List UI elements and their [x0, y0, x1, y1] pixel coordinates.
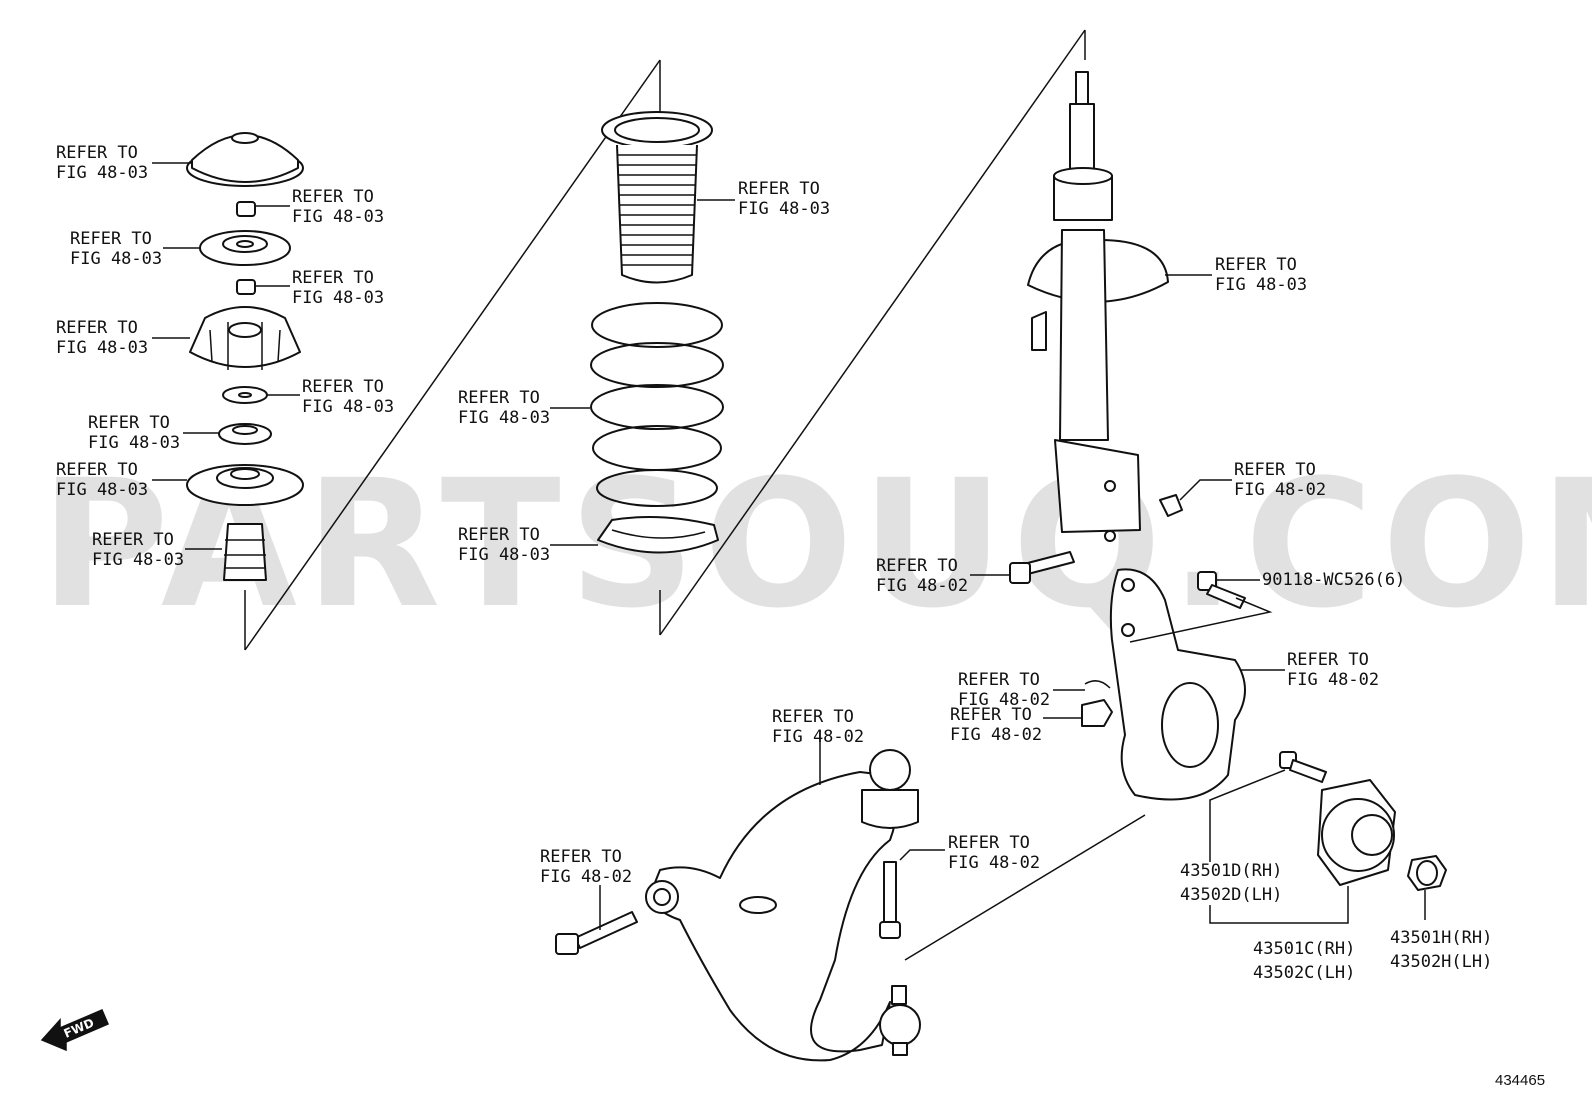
cotter-pin-part	[1084, 680, 1111, 689]
callout-label: FIG 48-03	[70, 249, 162, 269]
part-number-hub-lh: 43502C(LH)	[1253, 963, 1355, 983]
strut-nut-part	[1159, 494, 1183, 517]
callout-label: REFER TO	[950, 705, 1032, 725]
spring-seat-upper-part	[186, 464, 304, 506]
coil-spring-part	[590, 302, 724, 507]
callout-label: FIG 48-02	[1287, 670, 1379, 690]
knuckle-part	[1109, 568, 1246, 801]
callout-label: REFER TO	[292, 268, 374, 288]
callout-label: REFER TO	[302, 377, 384, 397]
callout-label: REFER TO	[1287, 650, 1369, 670]
callout-label: REFER TO	[458, 388, 540, 408]
part-number-bolt-set: 90118-WC526(6)	[1262, 570, 1405, 590]
callout-label: FIG 48-02	[1234, 480, 1326, 500]
part-number-labels: 90118-WC526(6) 43501D(RH) 43502D(LH) 435…	[1180, 570, 1492, 983]
callout-label: FIG 48-02	[876, 576, 968, 596]
ball-joint-nut-part	[1081, 699, 1113, 727]
group-separators	[244, 29, 1086, 651]
callout-label: REFER TO	[56, 143, 138, 163]
nut-part-1	[236, 201, 256, 217]
washer-part-1	[222, 386, 268, 404]
callout-label: FIG 48-03	[56, 480, 148, 500]
callout-label: FIG 48-03	[738, 199, 830, 219]
shock-absorber-part	[1027, 71, 1169, 542]
callout-label: REFER TO	[1234, 460, 1316, 480]
callout-label: FIG 48-02	[950, 725, 1042, 745]
ball-joint-upper-part	[861, 749, 919, 829]
callout-label: FIG 48-03	[1215, 275, 1307, 295]
callout-label: REFER TO	[292, 187, 374, 207]
bearing-part	[199, 230, 291, 266]
callout-label: REFER TO	[540, 847, 622, 867]
callout-label: FIG 48-02	[540, 867, 632, 887]
spacer-part	[218, 423, 272, 445]
callout-label: REFER TO	[56, 318, 138, 338]
part-number-nut-rh: 43501H(RH)	[1390, 928, 1492, 948]
arm-bolt-horizontal-part	[555, 911, 638, 955]
callout-label: REFER TO	[458, 525, 540, 545]
callout-label: REFER TO	[56, 460, 138, 480]
dust-boot-part	[601, 111, 713, 284]
hub-nut-part	[1407, 855, 1447, 891]
callout-label: FIG 48-03	[92, 550, 184, 570]
callout-label: FIG 48-03	[292, 207, 384, 227]
fwd-arrow-icon: FWD	[40, 1009, 109, 1052]
callout-label: REFER TO	[1215, 255, 1297, 275]
knuckle-bolt-part	[1197, 571, 1246, 609]
leader-lines	[152, 162, 1426, 961]
callout-label: FIG 48-03	[458, 545, 550, 565]
bump-stopper-part	[223, 523, 267, 581]
callout-label: REFER TO	[92, 530, 174, 550]
callout-label: REFER TO	[876, 556, 958, 576]
hub-bolt-part	[1279, 751, 1327, 783]
callout-label: REFER TO	[88, 413, 170, 433]
callout-label: FIG 48-02	[772, 727, 864, 747]
ball-joint-lower-part	[879, 985, 921, 1056]
hub-bearing-part	[1317, 779, 1396, 886]
callout-label: REFER TO	[70, 229, 152, 249]
callout-label: FIG 48-03	[458, 408, 550, 428]
callout-label: REFER TO	[958, 670, 1040, 690]
nut-part-2	[236, 279, 256, 295]
callout-labels: REFER TO FIG 48-03 REFER TO FIG 48-03 RE…	[56, 143, 1379, 887]
upper-cap-part	[186, 132, 304, 187]
part-number-hub-bolt-lh: 43502D(LH)	[1180, 885, 1282, 905]
part-number-nut-lh: 43502H(LH)	[1390, 952, 1492, 972]
callout-label: FIG 48-03	[88, 433, 180, 453]
callout-label: REFER TO	[738, 179, 820, 199]
callout-label: FIG 48-02	[958, 690, 1050, 710]
drawing-number: 434465	[1495, 1072, 1545, 1089]
lower-arm-part	[645, 771, 898, 1062]
callout-label: FIG 48-02	[948, 853, 1040, 873]
arm-bolt-vertical-part	[879, 861, 901, 939]
upper-support-part	[189, 306, 301, 370]
part-number-hub-rh: 43501C(RH)	[1253, 939, 1355, 959]
callout-label: FIG 48-03	[302, 397, 394, 417]
callout-label: REFER TO	[772, 707, 854, 727]
part-number-hub-bolt-rh: 43501D(RH)	[1180, 861, 1282, 881]
callout-label: FIG 48-03	[56, 338, 148, 358]
callout-label: FIG 48-03	[292, 288, 384, 308]
strut-bolt-part	[1009, 551, 1075, 584]
callout-label: FIG 48-03	[56, 163, 148, 183]
lower-spring-seat-part	[597, 515, 719, 554]
callout-label: REFER TO	[948, 833, 1030, 853]
